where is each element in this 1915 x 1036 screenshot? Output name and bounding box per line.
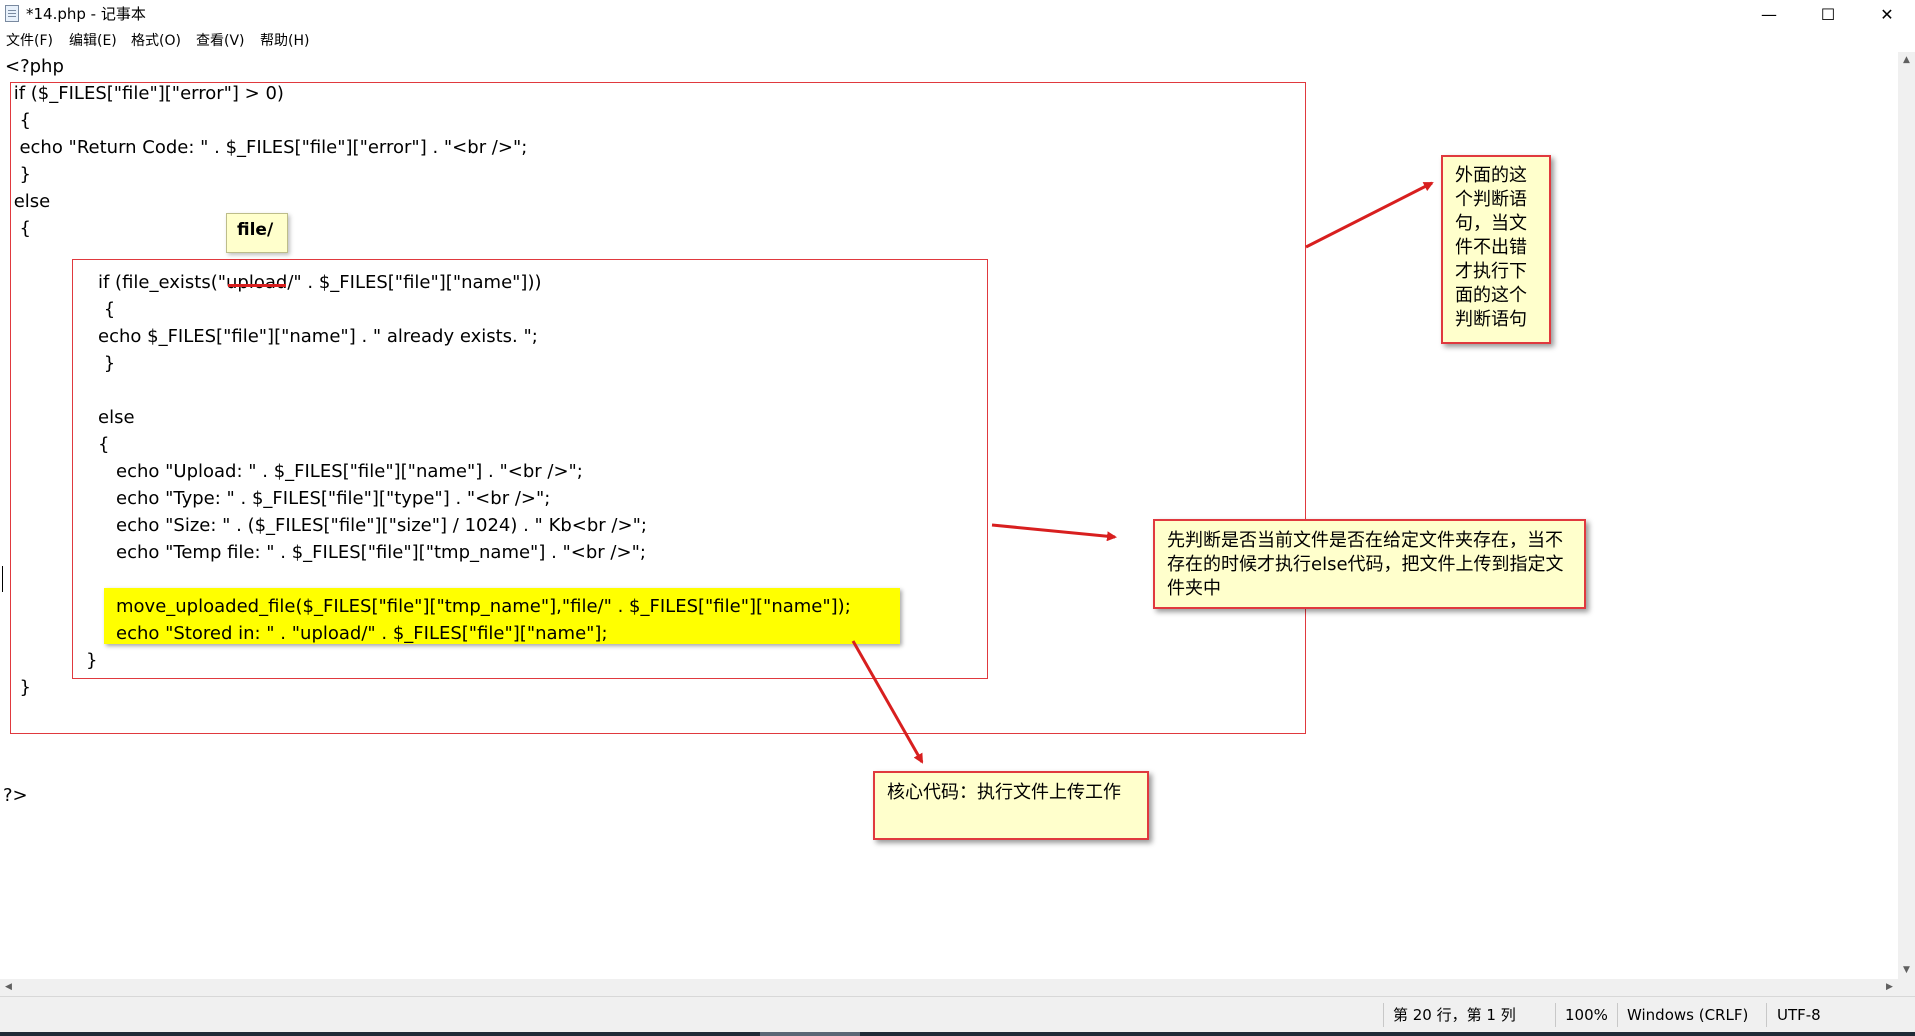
text-caret: [2, 566, 3, 592]
close-button[interactable]: ✕: [1880, 5, 1894, 24]
note-core-code: 核心代码：执行文件上传工作: [873, 771, 1149, 840]
scroll-up-icon[interactable]: ▲: [1903, 55, 1910, 65]
window-title: *14.php - 记事本: [26, 5, 146, 23]
core-code-highlight: [104, 588, 900, 644]
status-encoding: UTF-8: [1777, 1006, 1821, 1024]
code-line-12: else: [98, 407, 135, 428]
maximize-button[interactable]: ☐: [1820, 5, 1836, 24]
status-position: 第 20 行，第 1 列: [1393, 1006, 1516, 1024]
notepad-icon: [5, 5, 19, 22]
minimize-button[interactable]: —: [1761, 5, 1777, 24]
note-inner-if: 先判断是否当前文件是否在给定文件夹存在，当不存在的时候才执行else代码，把文件…: [1153, 519, 1586, 609]
note-outer-if: 外面的这个判断语句，当文件不出错才执行下面的这个判断语句: [1441, 155, 1551, 344]
code-line-5: }: [8, 164, 31, 185]
code-line-6: else: [8, 191, 51, 212]
code-line-19: echo "Stored in: " . "upload/" . $_FILES…: [116, 623, 608, 644]
menu-help[interactable]: 帮助(H): [260, 33, 310, 49]
scroll-left-icon[interactable]: ◀: [5, 982, 12, 992]
code-line-17: echo "Temp file: " . $_FILES["file"]["tm…: [116, 542, 646, 563]
menu-view[interactable]: 查看(V): [196, 33, 245, 49]
code-line-4: echo "Return Code: " . $_FILES["file"]["…: [8, 137, 528, 158]
code-line-21: }: [8, 677, 31, 698]
status-bar: 第 20 行，第 1 列 100% Windows (CRLF) UTF-8: [0, 996, 1915, 1032]
code-line-3: {: [8, 110, 31, 131]
code-line-8: if (file_exists("upload/" . $_FILES["fil…: [98, 272, 542, 293]
status-zoom: 100%: [1565, 1006, 1608, 1024]
replacement-tooltip: file/: [226, 213, 288, 253]
status-separator: [1766, 1003, 1767, 1027]
taskbar-edge: [0, 1032, 1915, 1036]
scroll-down-icon[interactable]: ▼: [1903, 965, 1910, 975]
vertical-scrollbar[interactable]: ▲ ▼: [1898, 52, 1915, 979]
title-bar: *14.php - 记事本 — ☐ ✕: [0, 0, 1915, 30]
code-line-11: }: [98, 353, 116, 374]
outer-if-highlight-box: [10, 82, 1306, 734]
code-line-15: echo "Type: " . $_FILES["file"]["type"] …: [116, 488, 551, 509]
code-line-22: ?>: [3, 785, 28, 806]
scroll-corner: [1898, 979, 1915, 996]
code-line-9: {: [98, 299, 116, 320]
code-line-20: }: [86, 650, 98, 671]
status-separator: [1383, 1003, 1384, 1027]
code-line-10: echo $_FILES["file"]["name"] . " already…: [98, 326, 538, 347]
status-separator: [1617, 1003, 1618, 1027]
inner-if-highlight-box: [72, 259, 988, 679]
status-line-ending: Windows (CRLF): [1627, 1006, 1749, 1024]
code-line-7: {: [8, 218, 31, 239]
menu-file[interactable]: 文件(F): [6, 33, 53, 49]
code-line-1: <?php: [5, 56, 64, 77]
code-line-16: echo "Size: " . ($_FILES["file"]["size"]…: [116, 515, 647, 536]
code-line-14: echo "Upload: " . $_FILES["file"]["name"…: [116, 461, 583, 482]
code-line-13: {: [98, 434, 110, 455]
menu-bar: 文件(F) 编辑(E) 格式(O) 查看(V) 帮助(H): [0, 30, 1915, 52]
code-line-2: if ($_FILES["file"]["error"] > 0): [8, 83, 284, 104]
horizontal-scrollbar[interactable]: ◀ ▶: [0, 979, 1898, 996]
code-line-18: move_uploaded_file($_FILES["file"]["tmp_…: [116, 596, 851, 617]
scroll-right-icon[interactable]: ▶: [1886, 982, 1893, 992]
status-separator: [1555, 1003, 1556, 1027]
strikethrough-mark: [228, 284, 286, 287]
menu-format[interactable]: 格式(O): [131, 33, 181, 49]
menu-edit[interactable]: 编辑(E): [69, 33, 117, 49]
